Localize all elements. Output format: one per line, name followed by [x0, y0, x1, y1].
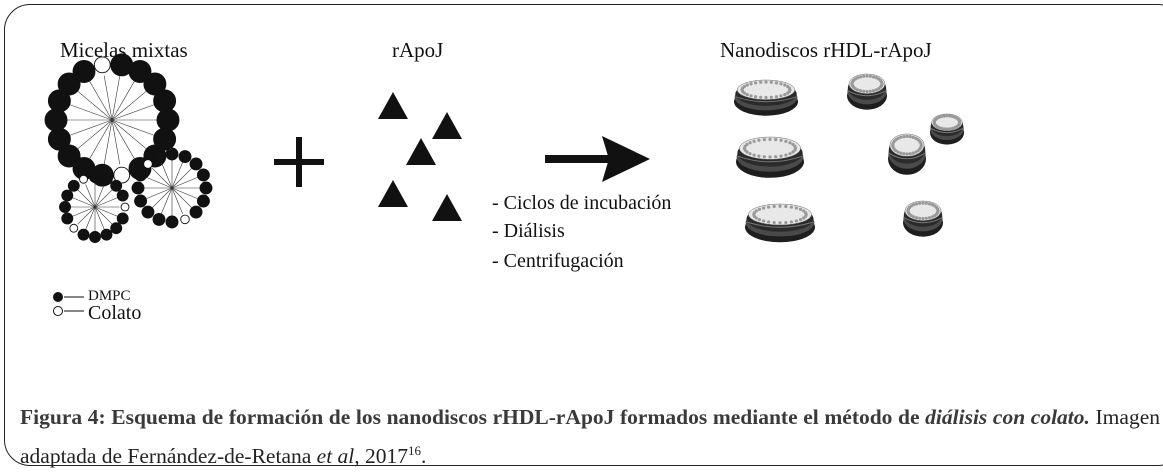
- process-step-dialysis: - Diálisis: [492, 220, 565, 242]
- process-step-incubation: - Ciclos de incubación: [492, 192, 672, 214]
- rapoj-protein-triangle: [432, 194, 462, 221]
- colato-head: [79, 174, 88, 184]
- nanodisc-7: [903, 200, 943, 237]
- micelle-large: [44, 53, 180, 187]
- nanodisc-1: [734, 79, 798, 116]
- rapoj-protein-triangle: [378, 92, 408, 119]
- dmpc-head: [47, 127, 71, 151]
- colato-head: [143, 159, 153, 169]
- dmpc-head: [153, 89, 177, 113]
- dmpc-head: [156, 108, 180, 132]
- dmpc-head: [196, 194, 210, 208]
- dmpc-head: [165, 215, 179, 229]
- dmpc-head: [128, 60, 152, 83]
- mixed-micelles-label: Micelas mixtas: [60, 38, 188, 62]
- dmpc-head: [116, 212, 129, 225]
- dmpc-head: [67, 179, 80, 192]
- nanodisc-5: [888, 133, 926, 175]
- dmpc-head: [189, 157, 203, 171]
- dmpc-head: [165, 147, 179, 161]
- colato-head: [69, 223, 79, 233]
- dmpc-head: [152, 150, 166, 164]
- caption-figure-label: Figura 4:: [20, 405, 106, 429]
- dmpc-head: [100, 173, 113, 186]
- colato-head: [120, 202, 130, 212]
- caption-year: , 2017: [354, 444, 409, 469]
- colato-head: [93, 56, 111, 74]
- dmpc-head: [189, 205, 203, 219]
- dmpc-head: [131, 181, 145, 195]
- nanodisc-3: [930, 113, 964, 145]
- caption-bold-text: Esquema de formación de los nanodiscos r…: [105, 405, 926, 429]
- dmpc-head: [116, 189, 129, 202]
- caption-reference: 16: [408, 443, 422, 458]
- micelle-small: [59, 171, 130, 243]
- dmpc-head: [196, 168, 210, 182]
- dmpc-head: [72, 60, 96, 83]
- figure-frame: [4, 4, 1163, 466]
- colato-head: [180, 214, 190, 225]
- dmpc-head: [141, 205, 155, 219]
- process-step-centrifugation: - Centrifugación: [492, 250, 624, 272]
- colato-head: [113, 166, 131, 184]
- legend-colato-label: Colato: [88, 302, 142, 324]
- nanodisc-2: [847, 73, 887, 110]
- dmpc-head: [134, 168, 148, 182]
- dmpc-head: [61, 212, 74, 225]
- mixed-micelles-group: [44, 53, 213, 243]
- rapoj-protein-triangle: [406, 138, 436, 165]
- legend-open-circle: [53, 306, 63, 316]
- rapoj-protein-triangle: [432, 112, 462, 139]
- micelle-medium: [131, 147, 213, 229]
- dmpc-head: [199, 181, 213, 195]
- dmpc-head: [59, 201, 71, 213]
- dmpc-head: [57, 72, 81, 96]
- dmpc-head: [77, 228, 90, 241]
- reaction-arrow: [545, 136, 650, 182]
- caption-bold-italic: diálisis con colato.: [925, 405, 1090, 429]
- nanodisc-4: [736, 136, 804, 178]
- dmpc-head: [89, 171, 101, 183]
- figure-caption: Figura 4: Esquema de formación de los na…: [20, 400, 1160, 473]
- rapoj-triangles-group: [378, 92, 462, 221]
- caption-italic: et al: [316, 444, 355, 469]
- dmpc-head: [89, 231, 101, 243]
- rapoj-label: rApoJ: [392, 38, 444, 62]
- dmpc-head: [110, 222, 123, 235]
- nanodisc-6: [745, 203, 815, 243]
- dmpc-head: [100, 228, 113, 241]
- nanodiscs-group: [734, 73, 964, 243]
- dmpc-head: [61, 189, 74, 202]
- nanodiscs-label: Nanodiscos rHDL-rApoJ: [720, 38, 932, 62]
- dmpc-head: [110, 179, 123, 192]
- dmpc-head: [44, 108, 68, 132]
- rapoj-protein-triangle: [378, 180, 408, 207]
- dmpc-head: [178, 150, 192, 164]
- plus-sign: [274, 137, 324, 187]
- legend-markers: [53, 292, 84, 316]
- dmpc-head: [134, 194, 148, 208]
- caption-normal-text: Imagen adaptada de Fernández-de-Retana: [20, 405, 1160, 469]
- legend-dmpc-label: DMPC: [88, 288, 131, 304]
- legend-filled-circle: [53, 292, 63, 302]
- caption-end: .: [421, 444, 427, 469]
- dmpc-head: [152, 212, 166, 226]
